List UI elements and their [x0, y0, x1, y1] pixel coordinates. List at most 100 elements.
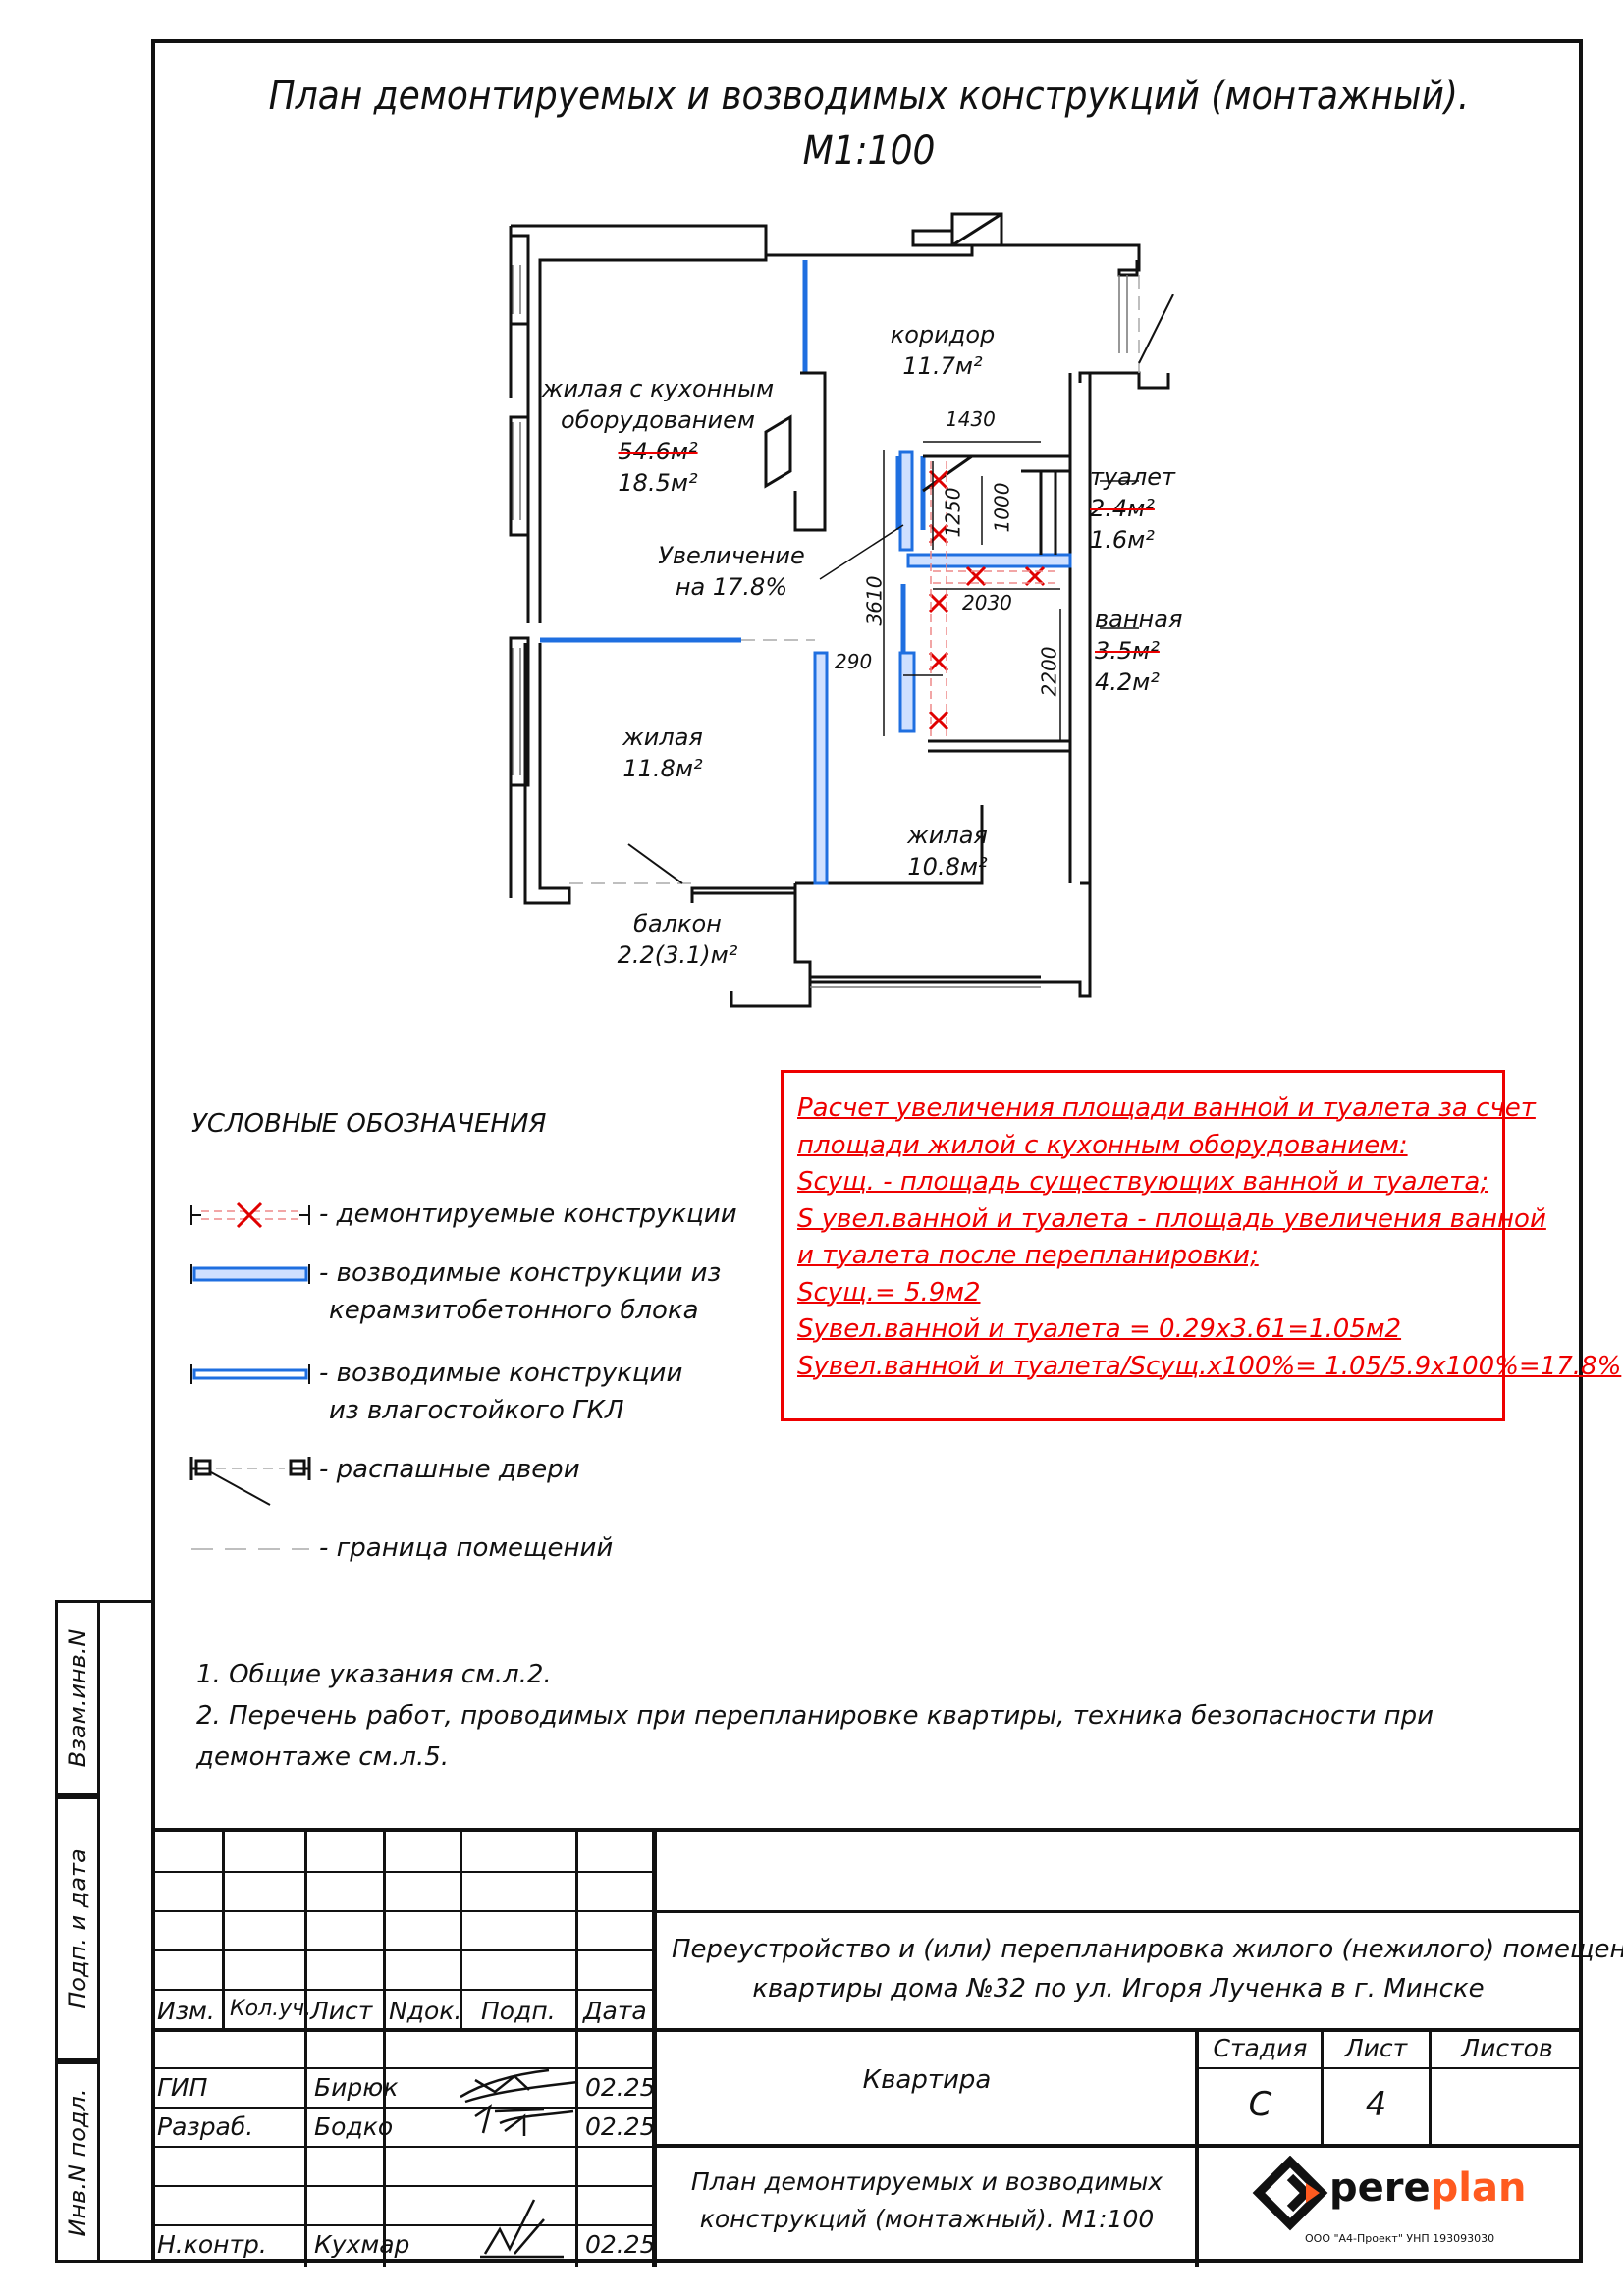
room-new-area: 18.5м² — [618, 469, 698, 497]
dim-2200: 2200 — [1037, 646, 1061, 697]
side-column-frame — [100, 1600, 151, 2263]
legend-item-doors: - распашные двери — [187, 1451, 776, 1520]
side-label-text: Взам.инв.N — [64, 1629, 91, 1768]
calculation-box: Расчет увеличения площади ванной и туале… — [781, 1070, 1621, 1421]
pereplan-logo-icon — [1252, 2156, 1328, 2231]
dim-1000: 1000 — [990, 482, 1014, 533]
date-developer: 02.25 — [585, 2112, 656, 2141]
calc-line: S увел.ванной и туалета - площадь увелич… — [797, 1203, 1546, 1234]
sheets-label: Листов — [1461, 2034, 1553, 2062]
title-line-1: План демонтируемых и возводимых конструк… — [268, 74, 1470, 119]
title-line-2: М1:100 — [802, 129, 936, 174]
room-bathroom: ванная 3.5м² 4.2м² — [1095, 604, 1217, 698]
floor-plan: жилая с кухонным оборудованием 54.6м² 18… — [471, 206, 1217, 1021]
title-block: Изм. Кол.уч. Лист Nдок. Подп. Дата ГИП Б… — [151, 1828, 1623, 2267]
legend-text-2: керамзитобетонного блока — [329, 1296, 699, 1325]
calc-line: и туалета после перепланировки; — [797, 1241, 1259, 1270]
note-line: демонтаже см.л.5. — [196, 1742, 450, 1772]
room-corridor: коридор 11.7м² — [844, 319, 1041, 382]
room-name: балкон — [633, 910, 722, 937]
legend-text-2: из влагостойкого ГКЛ — [329, 1396, 624, 1425]
legend-symbol-gkl — [190, 1364, 310, 1384]
side-label-text: Подп. и дата — [64, 1848, 91, 2009]
header-doc-no: Nдок. — [389, 1997, 462, 2025]
name-norm-control: Кухмар — [314, 2230, 410, 2259]
sheet-value: 4 — [1365, 2085, 1387, 2124]
room-area: 2.2(3.1)м² — [617, 941, 738, 969]
role-norm-control: Н.контр. — [157, 2230, 267, 2259]
dim-290: 290 — [835, 650, 873, 673]
room-name: ванная — [1095, 606, 1183, 633]
logo-post: plan — [1430, 2165, 1527, 2211]
legend-text: - граница помещений — [319, 1533, 614, 1563]
date-gip: 02.25 — [585, 2073, 656, 2102]
calc-line: Sсущ.= 5.9м2 — [797, 1277, 981, 1308]
sheet-label: Лист — [1344, 2034, 1408, 2062]
legend-item-boundary: - граница помещений — [187, 1529, 776, 1588]
room-area: 11.8м² — [622, 755, 703, 782]
project-title: Переустройство и (или) перепланировка жи… — [672, 1930, 1623, 2008]
drawing-frame — [151, 39, 1583, 2263]
room-name: жилая — [622, 723, 703, 751]
stage-value: С — [1248, 2085, 1272, 2124]
increase-label: Увеличение — [658, 542, 805, 569]
legend-item-gkl-walls: - возводимые конструкции из влагостойког… — [187, 1355, 776, 1433]
dim-1430: 1430 — [946, 407, 996, 431]
dim-2030: 2030 — [962, 591, 1012, 614]
side-label-inventory: Инв.N подл. — [55, 2061, 100, 2263]
floor-plan-drawing — [509, 212, 1174, 1008]
room-balcony: балкон 2.2(3.1)м² — [565, 908, 790, 971]
room-old-area: 3.5м² — [1095, 637, 1160, 665]
legend-item-block-walls: - возводимые конструкции из керамзитобет… — [187, 1255, 776, 1333]
room-name: туалет — [1090, 463, 1175, 491]
legend-text: - демонтируемые конструкции — [319, 1200, 737, 1229]
legend-text: - возводимые конструкции из керамзитобет… — [319, 1255, 721, 1329]
room-living-kitchen: жилая с кухонным оборудованием 54.6м² 18… — [530, 373, 785, 499]
name-developer: Бодко — [314, 2112, 394, 2141]
room-area: 10.8м² — [907, 853, 988, 881]
legend-title: УСЛОВНЫЕ ОБОЗНАЧЕНИЯ — [191, 1109, 547, 1139]
stage-label: Стадия — [1213, 2034, 1308, 2062]
name-gip: Бирюк — [314, 2073, 399, 2102]
room-name: жилая с кухонным — [541, 375, 775, 402]
legend-text-1: - возводимые конструкции из — [319, 1258, 722, 1288]
header-count: Кол.уч. — [230, 1997, 312, 2021]
room-name: коридор — [890, 321, 996, 348]
legend-symbol-demolished — [190, 1201, 310, 1229]
drawing-line-2: конструкций (монтажный). М1:100 — [699, 2205, 1155, 2233]
room-old-area: 54.6м² — [618, 438, 698, 465]
project-line-1: Переустройство и (или) перепланировка жи… — [672, 1935, 1623, 1964]
room-old-area: 2.4м² — [1090, 495, 1155, 522]
calc-line: Sувел.ванной и туалета = 0.29x3.61=1.05м… — [797, 1314, 1402, 1344]
header-signature: Подп. — [481, 1997, 556, 2025]
calc-line: площади жилой с кухонным оборудованием: — [797, 1130, 1408, 1160]
legend-symbol-block — [190, 1264, 310, 1284]
date-norm-control: 02.25 — [585, 2230, 656, 2259]
room-living-1: жилая 11.8м² — [569, 721, 756, 784]
header-date: Дата — [583, 1997, 647, 2025]
logo-pre: pere — [1329, 2165, 1431, 2211]
legend-item-demolished: - демонтируемые конструкции — [187, 1196, 776, 1255]
legend-symbol-boundary — [191, 1548, 309, 1550]
room-toilet: туалет 2.4м² 1.6м² — [1090, 461, 1217, 556]
general-notes: 1. Общие указания см.л.2. 2. Перечень ра… — [196, 1654, 1434, 1778]
legend-text-1: - возводимые конструкции — [319, 1359, 683, 1388]
signatures — [460, 2068, 579, 2259]
dim-1250: 1250 — [941, 487, 965, 538]
room-new-area: 1.6м² — [1090, 526, 1155, 554]
calc-line: Расчет увеличения площади ванной и туале… — [797, 1094, 1536, 1123]
dim-3610: 3610 — [862, 575, 887, 626]
pereplan-logo-text: pereplan — [1329, 2165, 1526, 2211]
room-area: 11.7м² — [902, 352, 983, 380]
side-label-signature: Подп. и дата — [55, 1796, 100, 2061]
room-name: жилая — [907, 822, 988, 849]
legend-text: - распашные двери — [319, 1455, 580, 1484]
note-line: 2. Перечень работ, проводимых при перепл… — [196, 1701, 1434, 1731]
side-label-text: Инв.N подл. — [64, 2088, 91, 2236]
drawing-line-1: План демонтируемых и возводимых — [690, 2167, 1163, 2196]
header-sheet: Лист — [310, 1997, 373, 2025]
role-developer: Разраб. — [157, 2112, 254, 2141]
drawing-title: План демонтируемых и возводимых конструк… — [238, 69, 1501, 179]
legend-symbol-door — [189, 1457, 311, 1506]
legend-text: - возводимые конструкции из влагостойког… — [319, 1355, 682, 1429]
